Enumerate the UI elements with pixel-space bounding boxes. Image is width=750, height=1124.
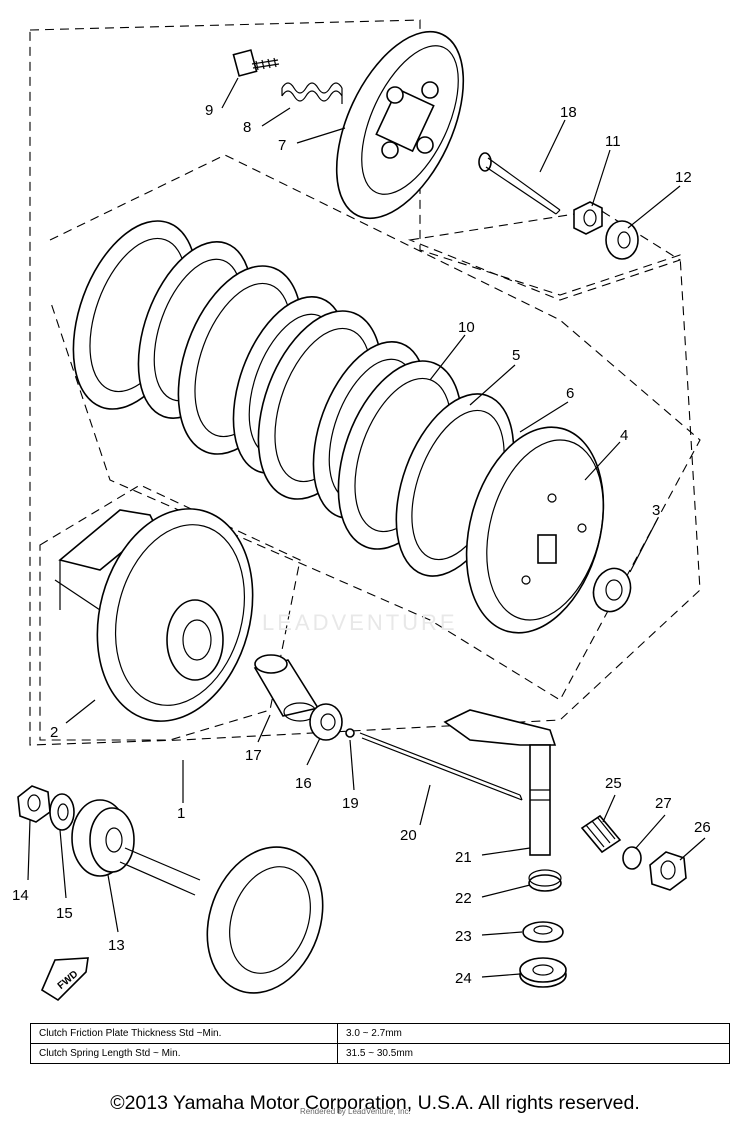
callout-15: 15 — [56, 905, 73, 922]
callout-19: 19 — [342, 795, 359, 812]
spec-row: Clutch Friction Plate Thickness Std ~Min… — [30, 1023, 730, 1044]
spec-name: Clutch Spring Length Std ~ Min. — [30, 1043, 338, 1064]
nut-part-14 — [17, 785, 51, 823]
callout-9: 9 — [205, 102, 213, 119]
callout-3: 3 — [652, 502, 660, 519]
housing-box — [39, 484, 301, 741]
primary-drive-gear-part-13 — [71, 799, 135, 877]
callout-2: 2 — [50, 724, 58, 741]
callout-20: 20 — [400, 827, 417, 844]
callout-7: 7 — [278, 137, 286, 154]
fwd-arrow-icon — [40, 957, 89, 1002]
plate-stack-box — [49, 154, 701, 701]
callout-6: 6 — [566, 385, 574, 402]
watermark: LEADVENTURE — [262, 610, 458, 635]
clutch-plate-stack — [72, 220, 515, 577]
callout-25: 25 — [605, 775, 622, 792]
washer-part-15 — [49, 793, 75, 831]
spec-value: 3.0 ~ 2.7mm — [337, 1023, 730, 1044]
crankshaft — [119, 846, 324, 994]
clutch-exploded-diagram: FWD LEADVENTURE 1 2 3 4 5 6 7 — [12, 19, 711, 1002]
spring-part-8 — [281, 82, 343, 104]
locknut-part-26 — [649, 851, 687, 891]
callout-21: 21 — [455, 849, 472, 866]
copyright-footer: ©2013 Yamaha Motor Corporation, U.S.A. A… — [110, 1092, 640, 1114]
callout-26: 26 — [694, 819, 711, 836]
push-lever-part-21 — [443, 709, 557, 856]
spec-name: Clutch Friction Plate Thickness Std ~Min… — [30, 1023, 338, 1044]
callout-17: 17 — [245, 747, 262, 764]
push-rod-part-18 — [478, 152, 561, 215]
spec-row: Clutch Spring Length Std ~ Min. 31.5 ~ 3… — [30, 1043, 730, 1064]
pressure-plate-part-7 — [335, 30, 465, 220]
return-spring-part-22 — [528, 869, 562, 892]
spec-value: 31.5 ~ 30.5mm — [337, 1043, 730, 1064]
callout-23: 23 — [455, 928, 472, 945]
adjusting-screw-part-25 — [580, 814, 622, 854]
nut-part-11 — [573, 201, 603, 235]
callout-4: 4 — [620, 427, 628, 444]
push-rod-part-20 — [359, 732, 523, 801]
callout-12: 12 — [675, 169, 692, 186]
bolt-part-9 — [232, 49, 280, 77]
spec-table: Clutch Friction Plate Thickness Std ~Min… — [30, 1023, 730, 1064]
assembly-boundary — [29, 19, 701, 746]
callout-27: 27 — [655, 795, 672, 812]
rendered-by-note: Rendered by LeadVenture, Inc. — [300, 1107, 411, 1116]
thrust-washer-part-3 — [592, 567, 632, 613]
callout-16: 16 — [295, 775, 312, 792]
callout-5: 5 — [512, 347, 520, 364]
callout-11: 11 — [605, 133, 621, 150]
callout-1: 1 — [177, 805, 185, 822]
callout-22: 22 — [455, 890, 472, 907]
pressure-plate-group-box — [407, 209, 682, 301]
callout-13: 13 — [108, 937, 125, 954]
oil-seal-part-24 — [519, 957, 567, 988]
callout-14: 14 — [12, 887, 29, 904]
washer-part-12 — [605, 220, 639, 260]
primary-gear-housing-part-2 — [54, 508, 254, 722]
washer-part-23 — [522, 921, 564, 943]
callout-10: 10 — [458, 319, 475, 336]
washer-part-16 — [309, 703, 343, 741]
leader-lines — [27, 77, 706, 978]
o-ring-part-27 — [622, 846, 642, 870]
callout-24: 24 — [455, 970, 472, 987]
ball-part-19 — [345, 728, 355, 738]
callout-18: 18 — [560, 104, 577, 121]
callout-8: 8 — [243, 119, 251, 136]
clutch-boss-part-4 — [465, 426, 605, 634]
